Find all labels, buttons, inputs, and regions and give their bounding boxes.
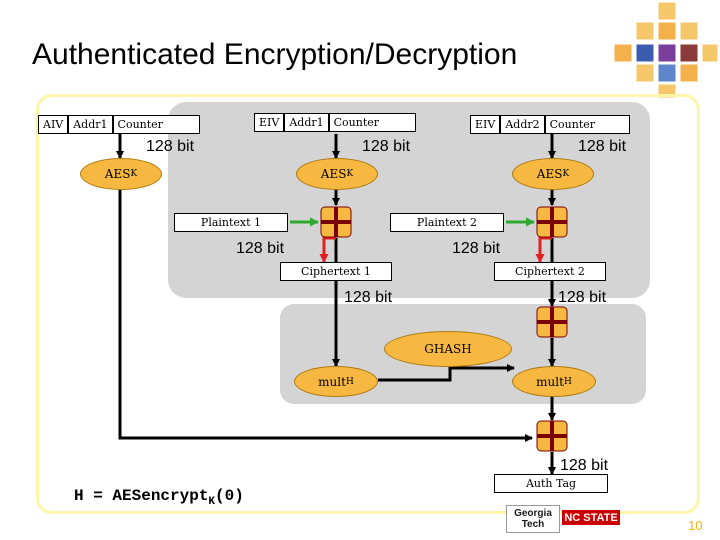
input-field: Addr1 <box>67 116 111 133</box>
slide-frame <box>36 94 700 514</box>
input-aiv-addr1-counter: AIV Addr1 Counter <box>38 115 200 134</box>
formula-subscript: K <box>208 496 216 509</box>
bit-width-label: 128 bit <box>560 457 609 474</box>
ghash-block: GHASH <box>384 331 512 367</box>
plaintext-1-box: Plaintext 1 <box>174 213 288 232</box>
bit-width-label: 128 bit <box>558 289 607 306</box>
input-field: Counter <box>327 114 383 131</box>
hash-subscript: H <box>345 376 354 387</box>
mult-label: mult <box>318 374 346 389</box>
input-field: Counter <box>111 116 167 133</box>
plaintext-2-box: Plaintext 2 <box>390 213 504 232</box>
bit-width-label: 128 bit <box>344 289 393 306</box>
input-field: Addr2 <box>499 116 543 133</box>
auth-tag-box: Auth Tag <box>494 474 608 493</box>
plaintext-1-label: Plaintext 1 <box>200 216 262 229</box>
bit-width-label: 128 bit <box>146 138 195 155</box>
ciphertext-1-box: Ciphertext 1 <box>280 262 392 281</box>
formula-suffix: (0) <box>215 487 244 505</box>
input-eiv-addr1-counter: EIV Addr1 Counter <box>254 113 416 132</box>
aes-label: AES <box>104 167 131 181</box>
georgia-tech-logo: Georgia Tech <box>506 505 560 533</box>
key-subscript: K <box>346 169 354 179</box>
xor-symbols <box>320 206 568 452</box>
bit-width-label: 128 bit <box>452 240 501 257</box>
input-field: AIV <box>43 118 64 131</box>
slide-title: Authenticated Encryption/Decryption <box>32 38 518 71</box>
mosaic-decoration <box>613 1 719 99</box>
aes-label: AES <box>320 167 347 181</box>
hash-subscript: H <box>563 376 572 387</box>
bit-width-label: 128 bit <box>236 240 285 257</box>
georgia-tech-logo-line1: Georgia <box>514 508 552 519</box>
mult-label: mult <box>536 374 564 389</box>
input-eiv-addr2-counter: EIV Addr2 Counter <box>470 115 630 134</box>
ghash-label: GHASH <box>424 342 472 356</box>
auth-tag-label: Auth Tag <box>525 477 577 490</box>
input-field: EIV <box>475 118 496 131</box>
bit-width-label: 128 bit <box>578 138 627 155</box>
ciphertext-2-box: Ciphertext 2 <box>494 262 606 281</box>
georgia-tech-logo-line2: Tech <box>521 519 545 530</box>
ncstate-logo: NC STATE <box>562 510 620 525</box>
key-subscript: K <box>562 169 570 179</box>
input-field: EIV <box>259 116 280 129</box>
key-subscript: K <box>130 169 138 179</box>
hash-key-formula: H = AESencryptK(0) <box>74 487 244 508</box>
formula-prefix: H = AESencrypt <box>74 487 209 505</box>
page-number: 10 <box>688 518 703 533</box>
ncstate-logo-text: NC STATE <box>564 511 618 524</box>
ciphertext-2-label: Ciphertext 2 <box>515 265 585 278</box>
plaintext-2-label: Plaintext 2 <box>416 216 478 229</box>
ciphertext-1-label: Ciphertext 1 <box>301 265 371 278</box>
input-field: Addr1 <box>283 114 327 131</box>
bit-width-label: 128 bit <box>362 138 411 155</box>
aes-label: AES <box>536 167 563 181</box>
input-field: Counter <box>543 116 599 133</box>
